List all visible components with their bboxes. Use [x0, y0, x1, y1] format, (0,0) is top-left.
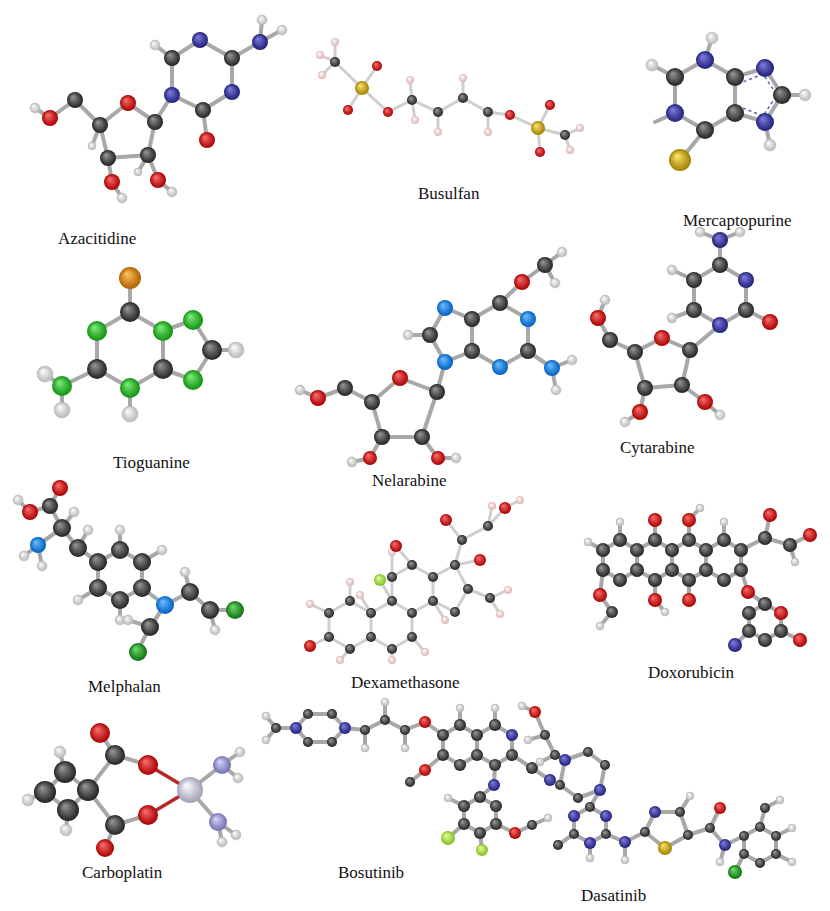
nelarabine-model: [295, 247, 577, 467]
molecule-name: Melphalan: [88, 677, 161, 697]
doxorubicin-model: [584, 504, 817, 652]
cytarabine-model: [590, 227, 778, 427]
molecule-name: Dexamethasone: [351, 673, 460, 693]
azacitidine-model: [30, 15, 287, 203]
molecule-name: Tioguanine: [113, 453, 190, 473]
molecule-name: Bosutinib: [338, 863, 404, 883]
molecule-name: Nelarabine: [372, 471, 447, 491]
mercaptopurine-model: [646, 32, 811, 171]
busulfan-model: [316, 38, 584, 157]
molecule-name: Mercaptopurine: [683, 211, 792, 231]
bosutinib-model: [262, 698, 556, 856]
carboplatin-model: [22, 723, 245, 857]
molecule-name: Azacitidine: [58, 229, 136, 249]
molecule-name: Cytarabine: [620, 438, 695, 458]
melphalan-model: [13, 480, 244, 661]
molecule-name: Busulfan: [418, 184, 479, 204]
dasatinib-model: [518, 702, 796, 879]
tioguanine-model: [37, 267, 244, 422]
dexamethasone-model: [304, 496, 524, 664]
molecule-name: Doxorubicin: [648, 663, 734, 683]
molecule-name: Dasatinib: [581, 886, 646, 906]
molecule-name: Carboplatin: [82, 863, 162, 883]
